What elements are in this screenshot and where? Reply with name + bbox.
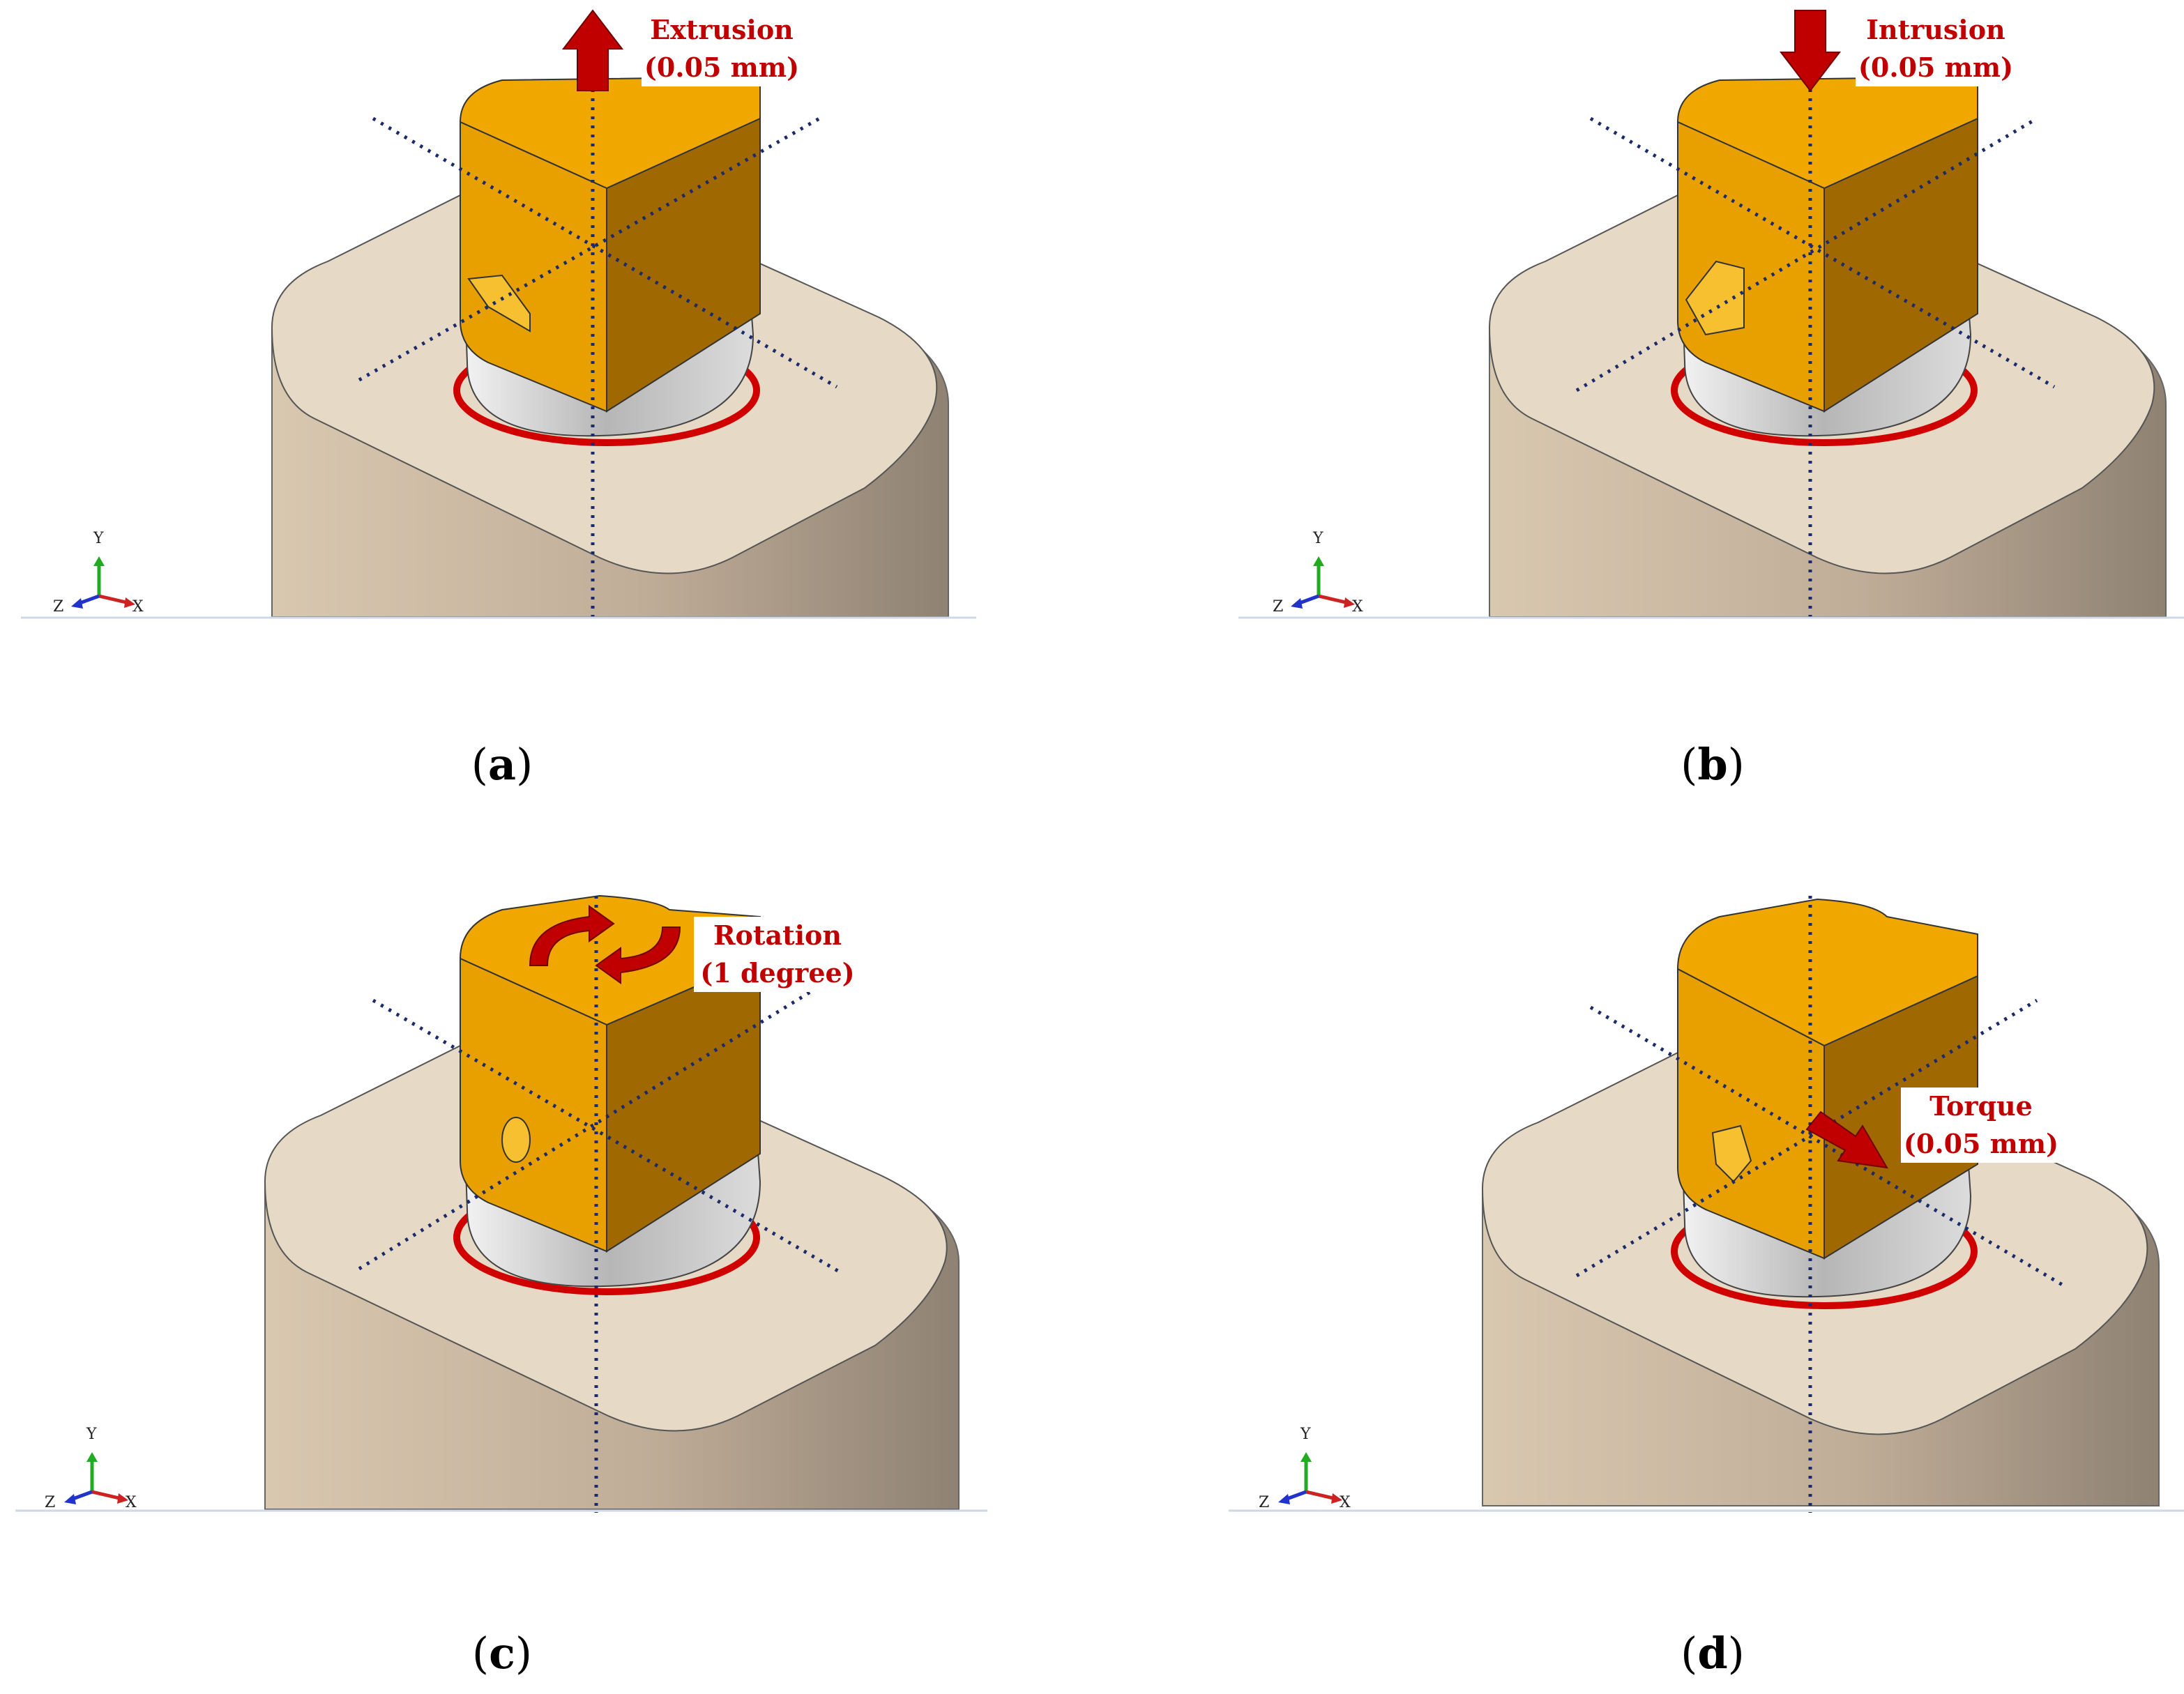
caption-c: (c) — [471, 1628, 533, 1679]
bracket — [459, 75, 761, 413]
triad-z-label: Z — [45, 1494, 56, 1511]
load-label-a: Extrusion (0.05 mm) — [642, 11, 802, 86]
triad-x-label: X — [132, 598, 144, 616]
rotation-arrow-icon — [529, 905, 681, 984]
load-value: (1 degree) — [700, 957, 855, 989]
load-value: (0.05 mm) — [1858, 52, 2014, 83]
model-view-d — [1229, 896, 2184, 1513]
load-label-d: Torque (0.05 mm) — [1901, 1088, 2061, 1163]
extrusion-arrow — [561, 9, 624, 91]
triad-z-label: Z — [1273, 598, 1284, 616]
caption-d: (d) — [1681, 1628, 1745, 1679]
triad-z-label: Z — [53, 598, 64, 616]
caption-a: (a) — [471, 739, 533, 790]
model-view-a — [21, 9, 976, 619]
panel-d: Torque (0.05 mm) Y Z X (d) — [1092, 847, 2184, 1694]
triad-x-label: X — [1340, 1494, 1351, 1511]
load-value: (0.05 mm) — [644, 52, 800, 83]
load-value: (0.05 mm) — [1903, 1128, 2059, 1159]
reference-axes — [358, 896, 842, 1513]
load-name: Intrusion — [1866, 14, 2005, 45]
model-view-c — [15, 894, 987, 1513]
load-label-c: Rotation (1 degree) — [694, 917, 861, 992]
triad-y-label: Y — [1313, 530, 1324, 547]
coordinate-triad-icon — [1278, 1452, 1342, 1504]
panel-b: Intrusion (0.05 mm) Y Z X (b) — [1092, 0, 2184, 847]
bracket — [1676, 898, 1978, 1260]
caption-b: (b) — [1681, 739, 1745, 790]
load-name: Torque — [1929, 1090, 2033, 1122]
triad-y-label: Y — [86, 1426, 97, 1443]
intrusion-arrow — [1779, 10, 1842, 92]
coordinate-triad-icon — [1291, 556, 1355, 609]
torque-arrow — [1805, 1111, 1888, 1169]
triad-x-label: X — [126, 1494, 137, 1511]
load-name: Rotation — [713, 920, 842, 951]
reference-axes — [1575, 35, 2056, 617]
coordinate-triad-icon — [64, 1452, 128, 1504]
reference-axes — [1575, 896, 2066, 1513]
panel-a: Extrusion (0.05 mm) Y Z X (a) — [0, 0, 1092, 847]
bracket — [1676, 75, 1978, 413]
load-label-b: Intrusion (0.05 mm) — [1856, 11, 2016, 86]
model-view-b — [1238, 10, 2184, 619]
triad-y-label: Y — [93, 530, 104, 547]
coordinate-triad-icon — [71, 556, 135, 609]
triad-x-label: X — [1352, 598, 1363, 616]
panel-c: Rotation (1 degree) Y Z X (c) — [0, 847, 1092, 1694]
triad-y-label: Y — [1300, 1426, 1311, 1443]
reference-axes — [358, 35, 838, 617]
load-name: Extrusion — [650, 14, 794, 45]
triad-z-label: Z — [1259, 1494, 1270, 1511]
